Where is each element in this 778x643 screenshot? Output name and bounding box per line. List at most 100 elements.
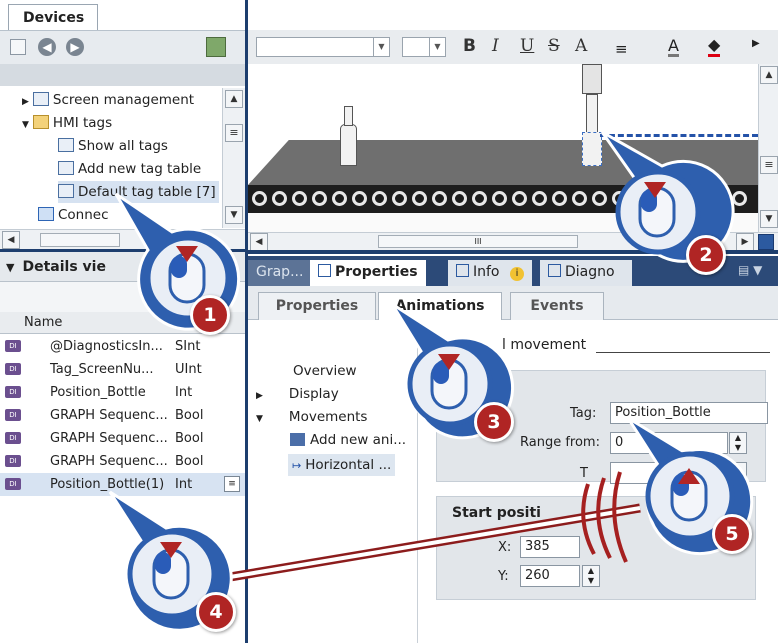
forward-icon[interactable]: ▶ [66, 38, 84, 56]
tab-info[interactable]: Info i [448, 260, 532, 286]
underline-button[interactable]: U [520, 36, 535, 56]
bold-button[interactable]: B [463, 36, 476, 56]
tag-table-icon [58, 184, 74, 198]
scroll-left-icon[interactable]: ◀ [2, 231, 20, 249]
chain-link [372, 191, 387, 206]
tab-diagnostics[interactable]: Diagno [540, 260, 632, 286]
tag-input[interactable]: Position_Bottle [610, 402, 768, 424]
scroll-up-icon[interactable]: ▲ [225, 90, 243, 108]
chain-link [592, 191, 607, 206]
horizontal-splitter[interactable] [248, 250, 778, 254]
scroll-down-icon[interactable]: ▼ [225, 206, 243, 224]
y-stepper[interactable]: ▲▼ [582, 565, 600, 587]
strikethrough-button[interactable]: S [548, 36, 560, 56]
section-divider [596, 352, 770, 353]
subtab-properties[interactable]: Properties [258, 292, 376, 320]
chain-link [352, 191, 367, 206]
font-size-dropdown[interactable]: ▼ [402, 37, 446, 57]
left-button-icon [641, 190, 657, 212]
new-item-icon[interactable] [10, 39, 26, 55]
release-arrow-icon [678, 468, 700, 484]
devices-tab[interactable]: Devices [8, 4, 98, 30]
list-icon[interactable]: ≡ [224, 476, 240, 492]
scroll-thumb[interactable]: ≡ [225, 124, 243, 142]
tags-icon [58, 138, 74, 152]
canvas-vertical-scrollbar[interactable]: ▲ ≡ ▼ [758, 64, 778, 232]
horizontal-splitter[interactable] [0, 249, 246, 252]
collapse-arrow-icon: ▼ [22, 120, 29, 130]
chain-link [512, 191, 527, 206]
scroll-left-icon[interactable]: ◀ [250, 233, 268, 251]
device-view-icon[interactable] [206, 37, 226, 57]
chain-link [432, 191, 447, 206]
left-button-icon [433, 362, 449, 384]
table-row[interactable]: DI@DiagnosticsIn...SInt [0, 335, 245, 358]
properties-icon [318, 264, 331, 277]
tree-vertical-scrollbar[interactable]: ▲ ≡ ▼ [222, 88, 245, 228]
chain-link [492, 191, 507, 206]
subtab-events[interactable]: Events [510, 292, 604, 320]
scroll-down-icon[interactable]: ▼ [760, 210, 778, 228]
chain-link [272, 191, 287, 206]
font-family-dropdown[interactable]: ▼ [256, 37, 390, 57]
tree-item-add-new-tag-table[interactable]: Add new tag table [58, 158, 201, 180]
range-from-label: Range from: [520, 435, 600, 450]
nav-overview[interactable]: Overview [293, 363, 357, 379]
nav-display[interactable]: ▶Display [256, 386, 339, 402]
font-color-icon[interactable]: A [668, 36, 679, 57]
italic-button[interactable]: I [492, 36, 499, 56]
chain-link [252, 191, 267, 206]
nav-horizontal-movement[interactable]: ↦Horizontal ... [288, 454, 396, 476]
tree-item-hmi-tags[interactable]: ▼HMI tags [22, 115, 113, 131]
nav-movements[interactable]: ▼Movements [256, 409, 368, 425]
tag-icon: DI [5, 432, 21, 444]
align-icon[interactable]: ≡ [615, 40, 628, 58]
mouse-callout [600, 130, 735, 263]
selected-bottle[interactable] [582, 132, 602, 166]
menu-icon[interactable]: ▤ ▼ [738, 263, 763, 277]
fill-color-icon[interactable]: ◆ [708, 36, 721, 57]
chain-link [552, 191, 567, 206]
motion-arc [612, 471, 628, 563]
back-icon[interactable]: ◀ [38, 38, 56, 56]
tab-properties[interactable]: Properties [310, 260, 426, 286]
tab-graphics[interactable]: Grap... [248, 260, 312, 286]
mouse-callout [108, 490, 233, 632]
vertical-splitter[interactable] [245, 0, 248, 643]
tag-icon: DI [5, 455, 21, 467]
font-size-button[interactable]: A [575, 36, 588, 56]
h-scroll-thumb[interactable]: III [378, 235, 578, 248]
range-from-stepper[interactable]: ▲▼ [729, 432, 747, 454]
movement-icon: ↦ [292, 459, 302, 472]
zoom-icon[interactable] [758, 234, 774, 250]
more-icon[interactable]: ▶ [752, 38, 760, 49]
h-scroll-thumb[interactable] [40, 233, 120, 247]
motion-arc [581, 483, 596, 555]
tree-item-screen-management[interactable]: ▶Screen management [22, 92, 195, 108]
bottle-neck [344, 106, 353, 126]
chevron-down-icon: ▼ [429, 38, 445, 56]
drag-line-inner [229, 506, 641, 579]
chain-link [572, 191, 587, 206]
click-arrow-icon [438, 354, 460, 370]
chain-link [452, 191, 467, 206]
animation-navigation [248, 320, 418, 643]
add-table-icon [58, 161, 74, 175]
expand-arrow-icon: ▶ [22, 97, 29, 107]
nav-add-new-animation[interactable]: Add new ani... [290, 432, 406, 448]
tree-item-connections[interactable]: Connec [38, 204, 109, 226]
x-input[interactable]: 385 [520, 536, 580, 558]
info-icon: i [509, 267, 524, 281]
tree-item-default-tag-table[interactable]: Default tag table [7] [58, 181, 219, 203]
project-tree-toolbar: ◀ ▶ [0, 30, 245, 64]
tree-item-show-all-tags[interactable]: Show all tags [58, 135, 168, 157]
collapse-arrow-icon: ▼ [6, 261, 15, 274]
movement-path-line [600, 134, 758, 137]
y-input[interactable]: 260 [520, 565, 580, 587]
